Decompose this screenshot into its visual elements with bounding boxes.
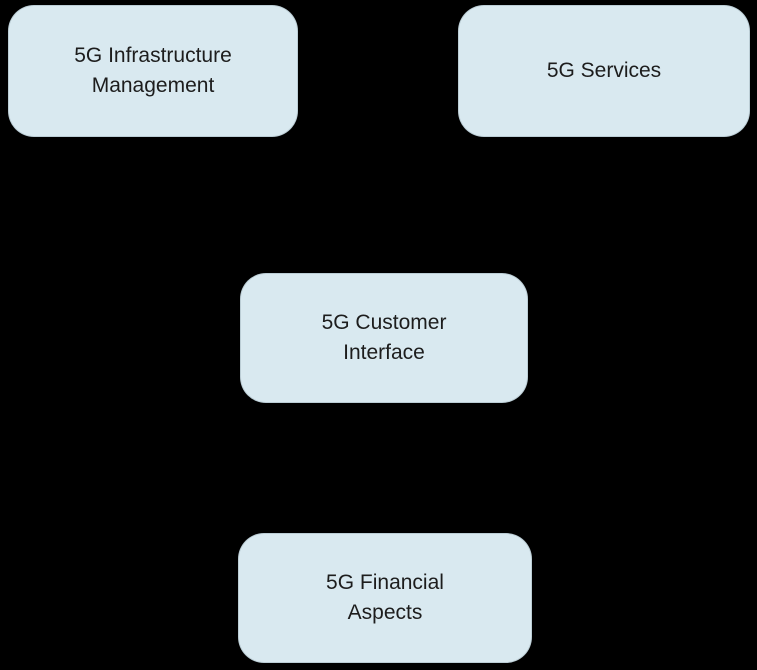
node-label-line: 5G Infrastructure (74, 44, 232, 67)
node-label-line: 5G Customer (321, 311, 447, 334)
node-5g-financial-aspects: 5G Financial Aspects (238, 533, 532, 663)
node-label-line: 5G Financial (326, 571, 444, 594)
node-label-line: Interface (343, 341, 425, 364)
node-5g-customer-interface: 5G Customer Interface (240, 273, 528, 403)
node-label-line: Management (91, 74, 215, 97)
node-5g-services: 5G Services (458, 5, 750, 137)
node-label-line: Aspects (347, 601, 423, 624)
node-5g-infrastructure-management: 5G Infrastructure Management (8, 5, 298, 137)
node-label-line: 5G Services (546, 59, 662, 82)
